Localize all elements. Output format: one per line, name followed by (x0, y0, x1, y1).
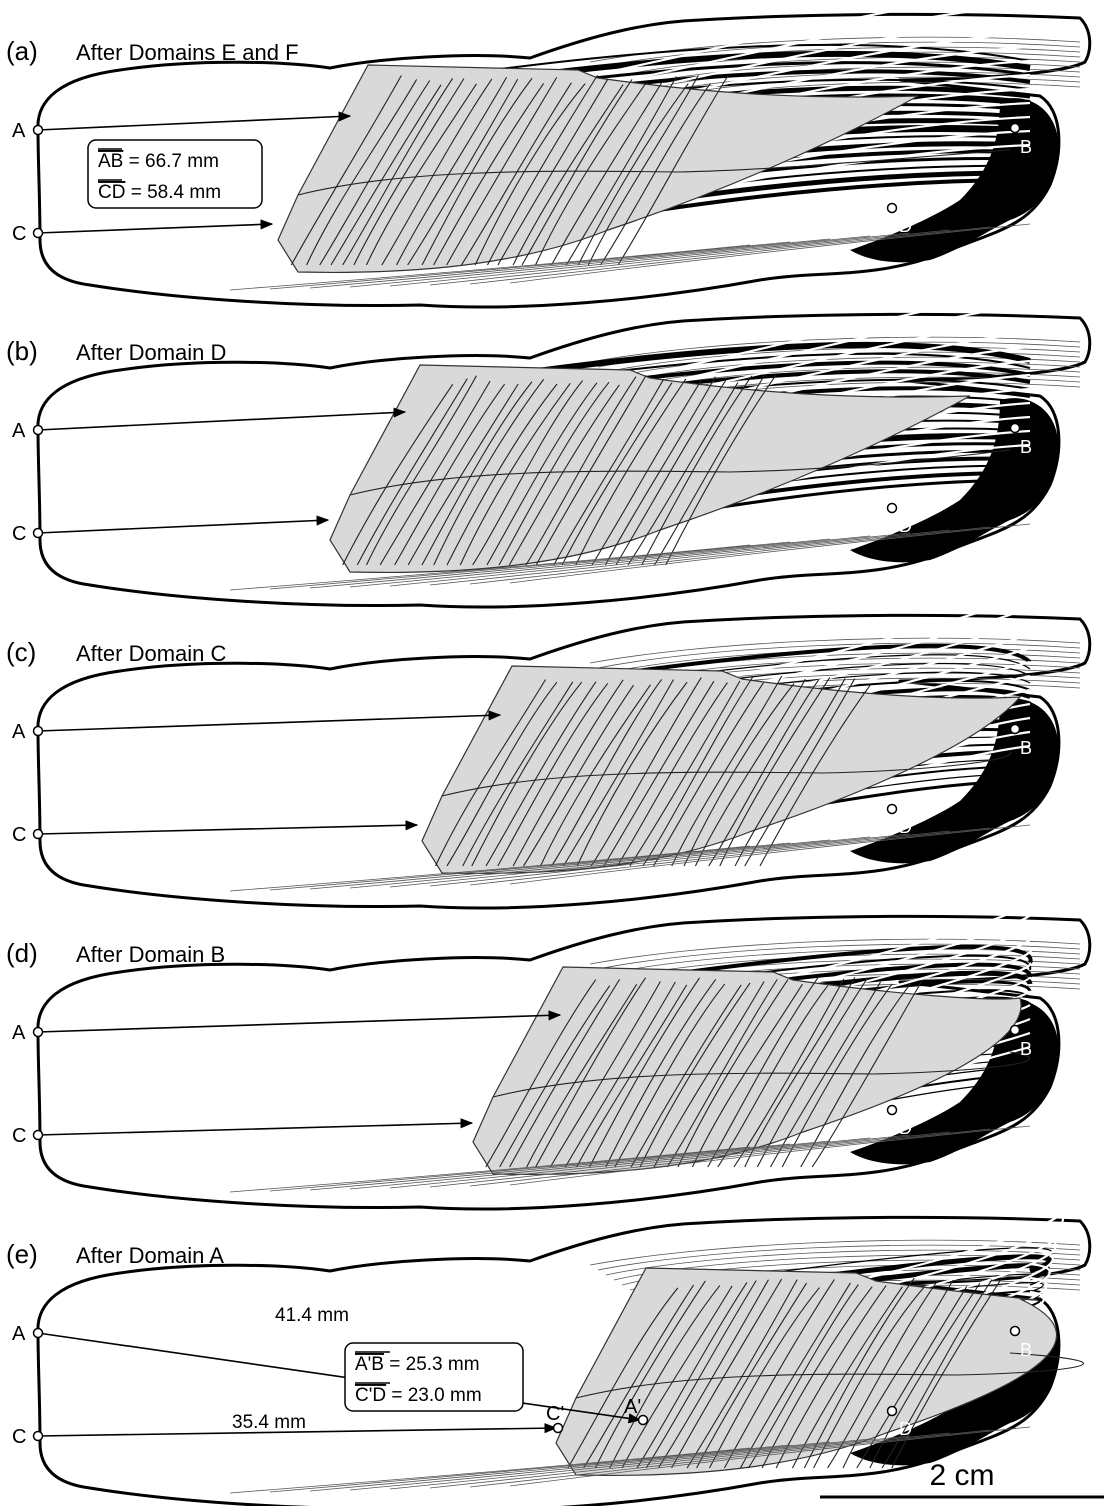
point-B-marker (1011, 1026, 1020, 1035)
panel-letter: (b) (6, 336, 38, 366)
measurement-line-2: CD = 58.4 mm (98, 182, 221, 203)
point-C-label: C (12, 824, 26, 846)
measurement-line-1: AB = 66.7 mm (98, 151, 219, 172)
point-A-label: A (12, 420, 26, 442)
point-D-marker (888, 1407, 897, 1416)
measurement-box: A'B = 25.3 mm C'D = 23.0 mm (345, 1343, 523, 1411)
point-A-marker (34, 126, 43, 135)
point-C-label: C (12, 1426, 26, 1448)
point-A-marker (34, 1028, 43, 1037)
segment-name-2: CD (98, 182, 125, 203)
point-B-label: B (1020, 1039, 1032, 1059)
segment-name-2: C'D (355, 1385, 386, 1406)
point-A-marker (34, 1329, 43, 1338)
point-B-marker (1011, 424, 1020, 433)
point-B-marker (1011, 1327, 1020, 1336)
panel-c: A C B D (c) After Domain C (6, 592, 1090, 908)
panel-title: After Domain A (76, 1243, 224, 1268)
point-C-marker (34, 830, 43, 839)
point-D-label: D (899, 1118, 912, 1138)
point-B-label: B (1020, 137, 1032, 157)
point-D-marker (888, 204, 897, 213)
point-A-label: A (12, 721, 26, 743)
point-D-label: D (899, 216, 912, 236)
segment-value-2: = 58.4 mm (125, 182, 221, 203)
segment-value-2: = 23.0 mm (386, 1385, 482, 1406)
point-A-label: A (12, 1022, 26, 1044)
point-C-label: C (12, 523, 26, 545)
scale-bar-label: 2 cm (929, 1459, 994, 1492)
panel-letter: (e) (6, 1239, 38, 1269)
point-D-marker (888, 1106, 897, 1115)
point-D-label: D (899, 1419, 912, 1439)
point-D-marker (888, 805, 897, 814)
point-B-label: B (1020, 437, 1032, 457)
point-A-prime-label: A' (624, 1396, 641, 1418)
panel-title: After Domain D (76, 340, 226, 365)
point-D-marker (888, 504, 897, 513)
point-C-marker (34, 1131, 43, 1140)
segment-value-1: = 25.3 mm (384, 1354, 480, 1375)
measurement-line-1: A'B = 25.3 mm (355, 1354, 480, 1375)
point-A-label: A (12, 120, 26, 142)
point-B-marker (1011, 725, 1020, 734)
panel-letter: (a) (6, 36, 38, 66)
distance-A-label: 41.4 mm (275, 1305, 349, 1326)
point-C-label: C (12, 1125, 26, 1147)
point-A-label: A (12, 1323, 26, 1345)
point-A-marker (34, 426, 43, 435)
measurement-line-2: C'D = 23.0 mm (355, 1385, 482, 1406)
panel-title: After Domains E and F (76, 40, 299, 65)
point-B-marker (1011, 124, 1020, 133)
panel-d: A C B D (d) After Domain B (6, 893, 1090, 1209)
point-D-label: D (899, 817, 912, 837)
point-C-marker (34, 529, 43, 538)
point-B-label: B (1020, 1340, 1032, 1360)
segment-name-1: AB (98, 151, 123, 172)
panel-b: A C B D (b) After Domain D (6, 291, 1090, 607)
panel-letter: (c) (6, 637, 36, 667)
point-C-prime-label: C' (546, 1403, 564, 1425)
panel-title: After Domain C (76, 641, 226, 666)
panel-title: After Domain B (76, 942, 225, 967)
panel-a: A C B D (a) After Domains E and F AB = 66.7 mm… (6, 0, 1090, 307)
panel-e: A C B D (e) After Domain A A'B = 25.3 mm C'D = … (6, 1194, 1090, 1506)
panel-letter: (d) (6, 938, 38, 968)
point-C-marker (34, 1432, 43, 1441)
point-D-label: D (899, 516, 912, 536)
measurement-box: AB = 66.7 mm CD = 58.4 mm (88, 140, 262, 208)
point-C-marker (34, 229, 43, 238)
distance-C-label: 35.4 mm (232, 1412, 306, 1433)
segment-value-1: = 66.7 mm (123, 151, 219, 172)
point-C-label: C (12, 223, 26, 245)
point-B-label: B (1020, 738, 1032, 758)
segment-name-1: A'B (355, 1354, 384, 1375)
point-A-marker (34, 727, 43, 736)
